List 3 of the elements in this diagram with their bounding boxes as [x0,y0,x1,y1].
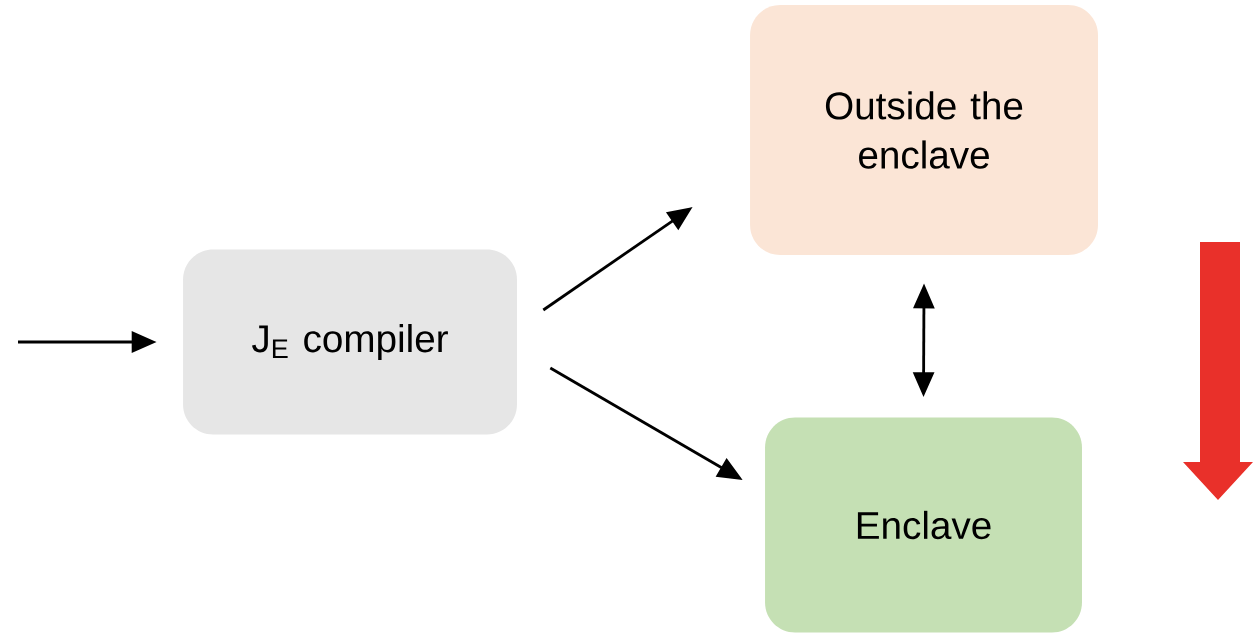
process-box: J$_{E}$ compiler [183,249,517,435]
process-box: Enclave [765,417,1082,633]
process-box: Outside the enclave [750,5,1098,255]
